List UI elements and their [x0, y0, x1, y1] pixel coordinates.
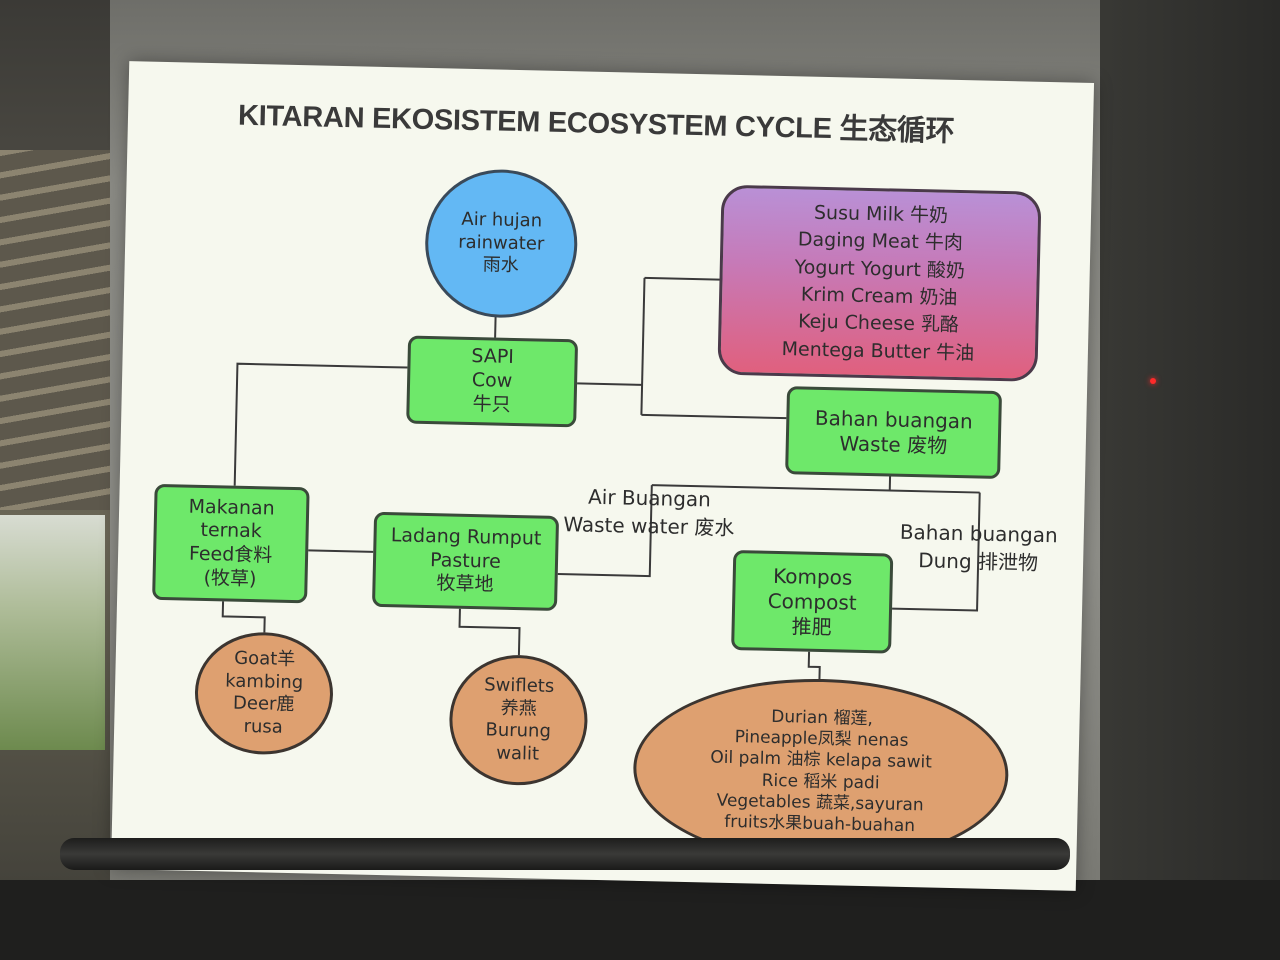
ecosystem-slide: KITARAN EKOSISTEM ECOSYSTEM CYCLE 生态循环 A…: [110, 61, 1095, 891]
cow-line-3: 牛只: [472, 392, 511, 416]
swiftlets-line-1: Swiflets: [483, 674, 555, 697]
crops-line-6: fruits水果buah-buahan: [724, 811, 916, 837]
feed-line-3: Feed食料: [188, 542, 273, 567]
goat-line-1: Goat羊: [234, 647, 296, 671]
line-dung-compost: [892, 492, 981, 612]
goat-line-4: rusa: [243, 715, 284, 738]
waste-node: Bahan buangan Waste 废物: [785, 386, 1003, 480]
room-wall-left: [0, 0, 130, 960]
waste-line-2: Waste 废物: [839, 431, 948, 458]
products-line-4: Krim Cream 奶油: [800, 283, 958, 310]
red-indicator-light: [1150, 378, 1156, 384]
compost-line-3: 推肥: [791, 613, 832, 639]
pasture-line-2: Pasture: [429, 548, 502, 573]
roof-slats: [0, 150, 115, 510]
room-wall-right: [1080, 0, 1280, 960]
waste-water-line-1: Air Buangan: [587, 484, 712, 512]
line-wastewater-pasture: [557, 485, 653, 578]
swiftlets-line-4: walit: [496, 742, 540, 765]
line-pasture-swiftlets: [458, 608, 521, 656]
compost-line-1: Kompos: [772, 563, 853, 590]
line-compost-crops: [807, 651, 821, 679]
cow-node: SAPI Cow 牛只: [406, 335, 579, 428]
compost-node: Kompos Compost 推肥: [731, 549, 894, 654]
crops-line-1: Durian 榴莲,: [771, 706, 874, 729]
waste-water-line-2: Waste water 废水: [563, 511, 735, 540]
line-branch-products: [644, 276, 720, 281]
rainwater-line-2: rainwater: [457, 231, 545, 255]
crops-line-3: Oil palm 油棕 kelapa sawit: [710, 747, 933, 773]
swiftlets-line-3: Burung: [485, 719, 552, 742]
rainwater-line-1: Air hujan: [461, 208, 543, 232]
products-line-2: Daging Meat 牛肉: [797, 228, 964, 255]
waste-water-label: Air Buangan Waste water 废水: [559, 483, 740, 542]
line-cow-feed: [233, 362, 408, 486]
pasture-node: Ladang Rumput Pasture 牧草地: [371, 511, 560, 612]
cow-line-2: Cow: [471, 369, 513, 393]
products-node: Susu Milk 牛奶 Daging Meat 牛肉 Yogurt Yogur…: [717, 184, 1042, 382]
products-line-6: Mentega Butter 牛油: [781, 337, 975, 365]
feed-node: Makanan ternak Feed食料 (牧草): [152, 483, 310, 604]
products-line-1: Susu Milk 牛奶: [813, 201, 949, 227]
floor: [0, 880, 1280, 960]
products-line-3: Yogurt Yogurt 酸奶: [794, 255, 966, 282]
pasture-line-1: Ladang Rumput: [390, 524, 542, 550]
dung-line-2: Dung 排泄物: [918, 547, 1039, 575]
connector-lines: [221, 276, 981, 679]
dung-label: Bahan buangan Dung 排泄物: [898, 519, 1059, 578]
line-branch-waste: [641, 413, 787, 420]
pasture-line-3: 牧草地: [436, 572, 494, 596]
compost-line-2: Compost: [767, 588, 857, 615]
goat-line-2: kambing: [225, 669, 304, 693]
window-view: [0, 515, 105, 750]
line-rain-cow: [494, 314, 497, 338]
line-waste-split: [651, 484, 980, 494]
products-line-5: Keju Cheese 乳酪: [797, 310, 960, 337]
line-branch-vertical: [640, 277, 646, 415]
line-cow-branch: [577, 382, 643, 386]
screen-roller-bar: [60, 838, 1070, 870]
feed-line-1: Makanan: [188, 495, 275, 520]
swiftlets-line-2: 养燕: [500, 697, 537, 720]
crops-line-4: Rice 稻米 padi: [761, 770, 880, 793]
waste-line-1: Bahan buangan: [814, 405, 974, 434]
cow-line-1: SAPI: [471, 345, 515, 369]
dung-line-1: Bahan buangan: [899, 519, 1058, 548]
feed-line-4: (牧草): [203, 566, 257, 590]
goat-line-3: Deer鹿: [232, 692, 295, 716]
rainwater-line-3: 雨水: [482, 254, 519, 277]
feed-line-2: ternak: [200, 519, 263, 543]
line-feed-goat: [221, 601, 266, 633]
line-feed-pasture: [308, 549, 374, 553]
